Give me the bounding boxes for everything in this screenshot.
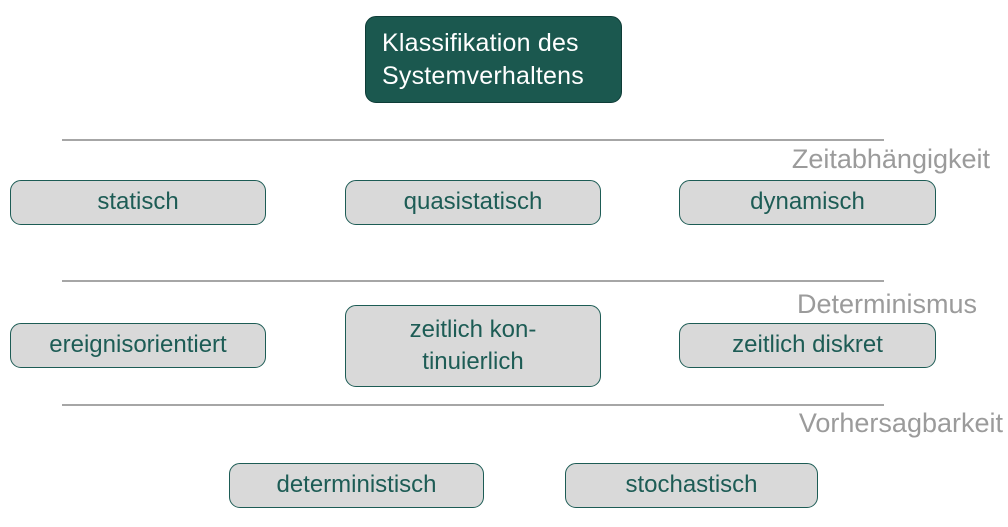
node-zeitlich-kontinuierlich: zeitlich kon- tinuierlich bbox=[345, 305, 601, 387]
diagram-title: Klassifikation des Systemverhaltens bbox=[382, 29, 584, 90]
node-zeitlich-diskret: zeitlich diskret bbox=[679, 323, 936, 368]
node-statisch: statisch bbox=[10, 180, 266, 225]
node-quasistatisch: quasistatisch bbox=[345, 180, 601, 225]
divider-zeitabhaengigkeit bbox=[62, 139, 884, 141]
section-label-vorhersagbarkeit: Vorhersagbarkeit bbox=[798, 408, 1003, 438]
node-dynamisch: dynamisch bbox=[679, 180, 936, 225]
node-ereignisorientiert: ereignisorientiert bbox=[10, 323, 266, 368]
divider-determinismus bbox=[62, 280, 884, 282]
title-box: Klassifikation des Systemverhaltens bbox=[365, 16, 622, 103]
section-label-determinismus: Determinismus bbox=[796, 289, 977, 319]
section-label-zeitabhaengigkeit: Zeitabhängigkeit bbox=[791, 144, 990, 174]
node-deterministisch: deterministisch bbox=[229, 463, 484, 508]
divider-vorhersagbarkeit bbox=[62, 404, 884, 406]
node-stochastisch: stochastisch bbox=[565, 463, 818, 508]
